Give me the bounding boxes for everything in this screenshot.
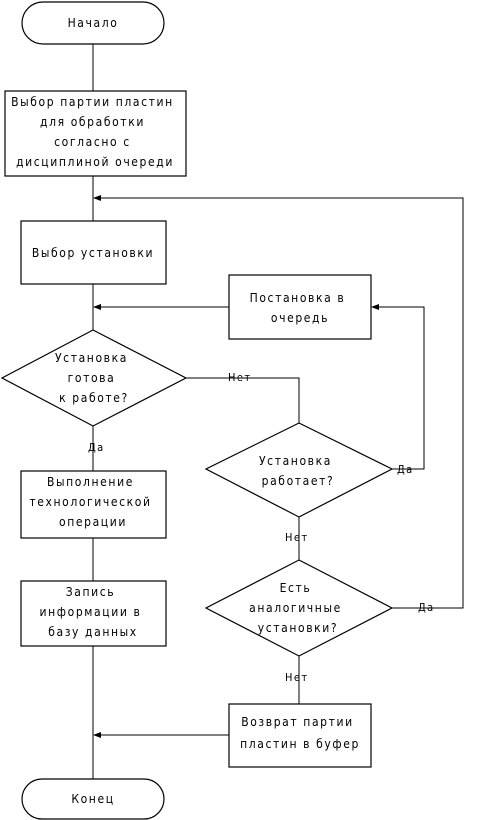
unit-working-decision: Установка работает? xyxy=(204,422,394,518)
end-terminal: Конец xyxy=(21,778,165,820)
return-batch-process: Возврат партии пластин в буфер xyxy=(228,703,372,768)
select-batch-line: для обработки xyxy=(40,115,145,129)
unit-ready-line: готова xyxy=(68,371,116,385)
branch-labels: Нет Да Да Нет Да Нет xyxy=(88,371,435,684)
unit-working-text: Установка работает? xyxy=(259,454,337,488)
similar-units-text: Есть аналогичные установки? xyxy=(249,581,347,635)
enqueue-line: Постановка в xyxy=(250,291,346,305)
unit-ready-text: Установка готова к работе? xyxy=(55,351,133,405)
arrow-into-spine-enqueue xyxy=(93,304,101,310)
unit-working-line: работает? xyxy=(262,474,335,488)
process-operation: Выполнение технологической операции xyxy=(20,470,167,539)
label-similar-yes: Да xyxy=(418,601,435,614)
record-line: Запись xyxy=(66,585,116,599)
similar-units-line: Есть xyxy=(280,581,312,595)
label-ready-no: Нет xyxy=(228,371,252,384)
label-similar-no: Нет xyxy=(285,671,309,684)
return-batch-line: пластин в буфер xyxy=(240,737,360,751)
return-batch-text: Возврат партии пластин в буфер xyxy=(240,715,360,751)
process-text: Выполнение технологической операции xyxy=(29,475,156,529)
start-label: Начало xyxy=(68,16,119,30)
arrow-into-spine-return xyxy=(93,732,101,738)
connector-similar-yes-loop xyxy=(100,197,464,609)
select-unit-label: Выбор установки xyxy=(32,246,154,260)
enqueue-text: Постановка в очередь xyxy=(250,291,351,325)
record-line: базу данных xyxy=(48,625,138,639)
select-batch-line: согласно с xyxy=(54,135,131,149)
process-line: технологической xyxy=(29,495,151,509)
select-batch-process: Выбор партии пластин для обработки согла… xyxy=(4,90,187,177)
select-unit-process: Выбор установки xyxy=(20,220,167,285)
unit-working-line: Установка xyxy=(259,454,332,468)
connector-ready-no xyxy=(186,377,300,423)
similar-units-decision: Есть аналогичные установки? xyxy=(204,559,394,657)
select-batch-line: дисциплиной очереди xyxy=(16,155,174,169)
similar-units-line: установки? xyxy=(258,621,339,635)
return-batch-line: Возврат партии xyxy=(241,715,354,729)
connector-working-yes xyxy=(379,306,425,470)
label-working-no: Нет xyxy=(285,531,309,544)
label-ready-yes: Да xyxy=(88,441,105,454)
start-terminal: Начало xyxy=(21,1,165,45)
arrow-into-select-unit xyxy=(93,195,101,201)
similar-units-line: аналогичные xyxy=(249,601,342,615)
select-batch-text: Выбор партии пластин для обработки согла… xyxy=(11,95,179,169)
connectors xyxy=(92,44,464,779)
process-line: операции xyxy=(59,515,127,529)
unit-ready-line: к работе? xyxy=(59,391,129,405)
select-batch-line: Выбор партии пластин xyxy=(11,95,174,109)
arrow-into-enqueue xyxy=(371,304,379,310)
record-line: информации в xyxy=(40,605,142,619)
end-label: Конец xyxy=(71,792,114,806)
process-line: Выполнение xyxy=(47,475,134,489)
record-text: Запись информации в базу данных xyxy=(40,585,147,639)
label-working-yes: Да xyxy=(397,463,414,476)
unit-ready-line: Установка xyxy=(55,351,128,365)
record-process: Запись информации в базу данных xyxy=(20,580,167,647)
enqueue-line: очередь xyxy=(271,311,329,325)
enqueue-process: Постановка в очередь xyxy=(228,274,372,340)
unit-ready-decision: Установка готова к работе? xyxy=(0,329,188,427)
